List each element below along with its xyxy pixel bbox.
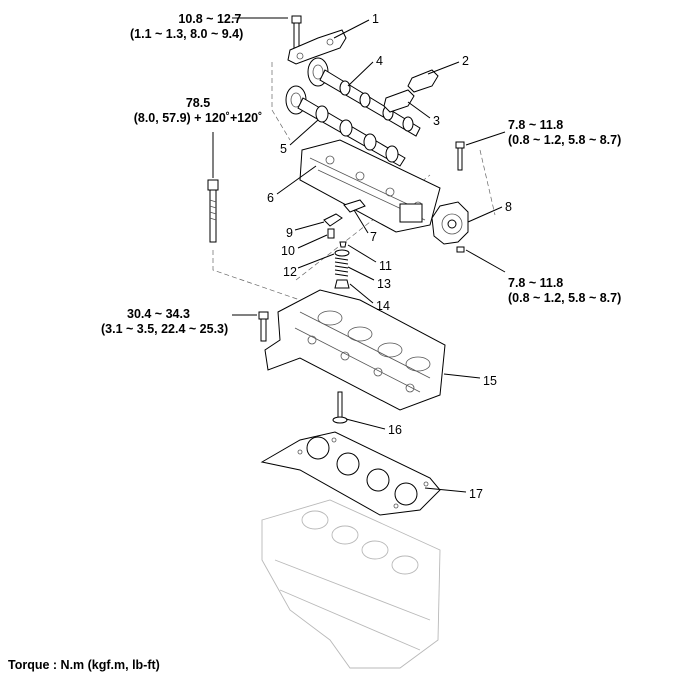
cylinder-head-bolt — [207, 179, 219, 243]
part-2-bearing-cap — [407, 69, 439, 93]
torque-spec-camshaft-cap: 10.8 ~ 12.7 (1.1 ~ 1.3, 8.0 ~ 9.4) — [130, 12, 243, 42]
torque-value: 7.8 ~ 11.8 — [508, 276, 564, 290]
part-9-roller-rocker — [323, 213, 343, 227]
callout-6: 6 — [267, 191, 274, 205]
part-12-spring-retainer — [334, 249, 350, 257]
callout-14: 14 — [376, 299, 390, 313]
torque-conversion: (3.1 ~ 3.5, 22.4 ~ 25.3) — [101, 322, 229, 336]
torque-spec-head-side-bolt: 30.4 ~ 34.3 (3.1 ~ 3.5, 22.4 ~ 25.3) — [101, 307, 228, 337]
torque-value: 78.5 — [185, 96, 211, 110]
torque-conversion: (0.8 ~ 1.2, 5.8 ~ 8.7) — [508, 291, 622, 305]
part-6-cam-carrier — [299, 139, 441, 233]
callout-10: 10 — [281, 244, 295, 258]
callout-16: 16 — [388, 423, 402, 437]
part-7-rocker — [343, 199, 366, 213]
part-13-valve-spring — [334, 257, 349, 277]
part-8-vacuum-pump — [431, 201, 469, 245]
vacuum-pump-bolt — [456, 246, 465, 253]
callout-5: 5 — [280, 142, 287, 156]
callout-12: 12 — [283, 265, 297, 279]
callout-3: 3 — [433, 114, 440, 128]
torque-value: 30.4 ~ 34.3 — [127, 307, 190, 321]
callout-13: 13 — [377, 277, 391, 291]
carrier-bolt — [455, 141, 465, 171]
callout-2: 2 — [462, 54, 469, 68]
callout-15: 15 — [483, 374, 497, 388]
part-16-valve — [332, 391, 348, 424]
torque-conversion: (0.8 ~ 1.2, 5.8 ~ 8.7) — [508, 133, 622, 147]
callout-8: 8 — [505, 200, 512, 214]
torque-spec-head-bolt: 78.5 (8.0, 57.9) + 120˚+120˚ — [118, 96, 278, 126]
torque-unit-note: Torque : N.m (kgf.m, lb-ft) — [8, 658, 160, 672]
cylinder-block-ghost — [261, 499, 441, 669]
part-10-lash-adjuster — [327, 228, 335, 239]
part-5-intake-camshaft — [285, 85, 406, 167]
torque-spec-vacuum-pump-bolt: 7.8 ~ 11.8 (0.8 ~ 1.2, 5.8 ~ 8.7) — [508, 276, 621, 306]
torque-conversion: (8.0, 57.9) + 120˚+120˚ — [133, 111, 263, 125]
callout-9: 9 — [286, 226, 293, 240]
part-3-bearing-cap — [383, 89, 415, 113]
torque-value: 10.8 ~ 12.7 — [178, 12, 242, 26]
part-14-valve-stem-seal — [334, 279, 350, 289]
torque-value: 7.8 ~ 11.8 — [508, 118, 564, 132]
callout-7: 7 — [370, 230, 377, 244]
part-11-retainer-lock — [339, 241, 347, 248]
callout-17: 17 — [469, 487, 483, 501]
part-17-head-gasket — [260, 431, 441, 516]
callout-1: 1 — [372, 12, 379, 26]
torque-conversion: (1.1 ~ 1.3, 8.0 ~ 9.4) — [130, 27, 244, 41]
callout-11: 11 — [379, 259, 392, 273]
torque-spec-carrier-bolt: 7.8 ~ 11.8 (0.8 ~ 1.2, 5.8 ~ 8.7) — [508, 118, 621, 148]
part-15-cylinder-head — [264, 289, 446, 411]
head-side-bolt — [258, 311, 269, 342]
part-1-bearing-cap — [287, 29, 347, 65]
callout-4: 4 — [376, 54, 383, 68]
